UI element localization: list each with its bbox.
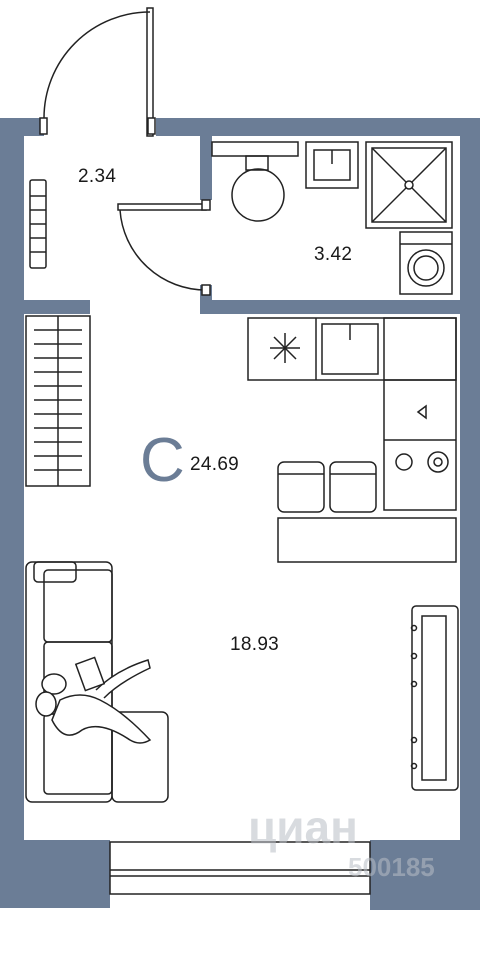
fridge-snowflake-icon bbox=[270, 333, 300, 363]
person-icon bbox=[35, 656, 152, 744]
radiator-icon bbox=[25, 315, 91, 487]
hallway-area: 2.34 bbox=[78, 166, 117, 187]
washing-machine-icon bbox=[399, 231, 453, 295]
toilet-icon bbox=[211, 141, 299, 222]
shower-icon bbox=[365, 141, 453, 229]
bathroom-door[interactable] bbox=[117, 199, 211, 296]
kitchen bbox=[247, 317, 457, 563]
walls bbox=[0, 118, 480, 910]
living-area: 18.93 bbox=[230, 634, 280, 655]
stove-icon bbox=[395, 404, 449, 473]
kitchen-sink-icon bbox=[321, 323, 379, 375]
studio-area: 24.69 bbox=[190, 454, 240, 475]
watermark-id: 500185 bbox=[348, 852, 435, 882]
chair-icon bbox=[277, 461, 377, 513]
sink-icon bbox=[305, 141, 359, 189]
entrance-door[interactable] bbox=[39, 7, 156, 137]
radiator-icon bbox=[29, 179, 47, 269]
tv-icon bbox=[410, 605, 459, 791]
window-icon bbox=[109, 841, 371, 895]
watermark-brand: циан bbox=[248, 801, 358, 853]
bathroom-area: 3.42 bbox=[314, 244, 353, 265]
studio-letter: С bbox=[140, 426, 185, 495]
